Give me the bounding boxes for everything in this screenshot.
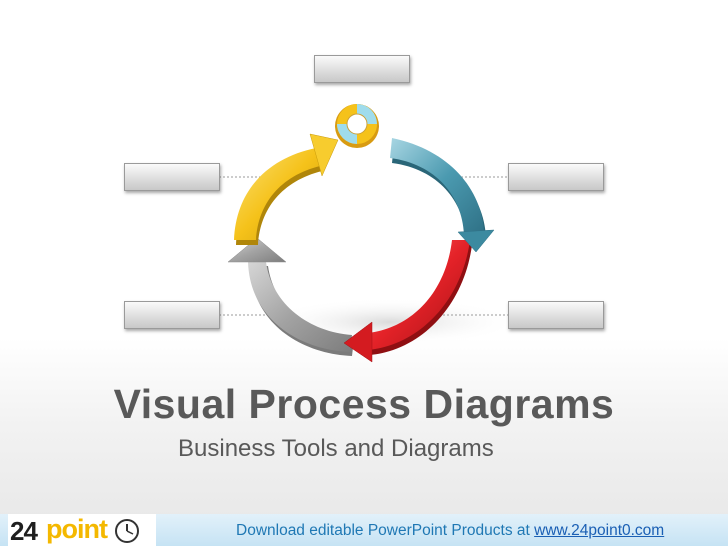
connector-dots <box>267 174 460 318</box>
gray-arrow <box>227 237 354 356</box>
label-box-right-lower <box>508 301 604 329</box>
label-box-left-upper <box>124 163 220 191</box>
red-arrow <box>343 240 472 363</box>
connector-lines <box>219 176 508 316</box>
page-title: Visual Process Diagrams <box>113 381 615 427</box>
brand-logo: 24 point <box>8 514 156 546</box>
process-cycle-diagram <box>219 104 520 363</box>
logo-number: 24 <box>10 516 38 546</box>
lifebuoy-icon <box>335 104 379 148</box>
label-box-right-upper <box>508 163 604 191</box>
label-box-left-lower <box>124 301 220 329</box>
page-subtitle: Business Tools and Diagrams <box>178 435 494 462</box>
logo-word: point <box>46 514 108 544</box>
clock-icon <box>115 519 139 543</box>
teal-arrow <box>390 138 495 253</box>
yellow-arrow <box>234 133 339 245</box>
footer-link[interactable]: www.24point0.com <box>534 522 665 539</box>
label-box-top <box>314 55 410 83</box>
footer-text: Download editable PowerPoint Products at… <box>236 522 664 540</box>
footer-message: Download editable PowerPoint Products at <box>236 522 535 539</box>
